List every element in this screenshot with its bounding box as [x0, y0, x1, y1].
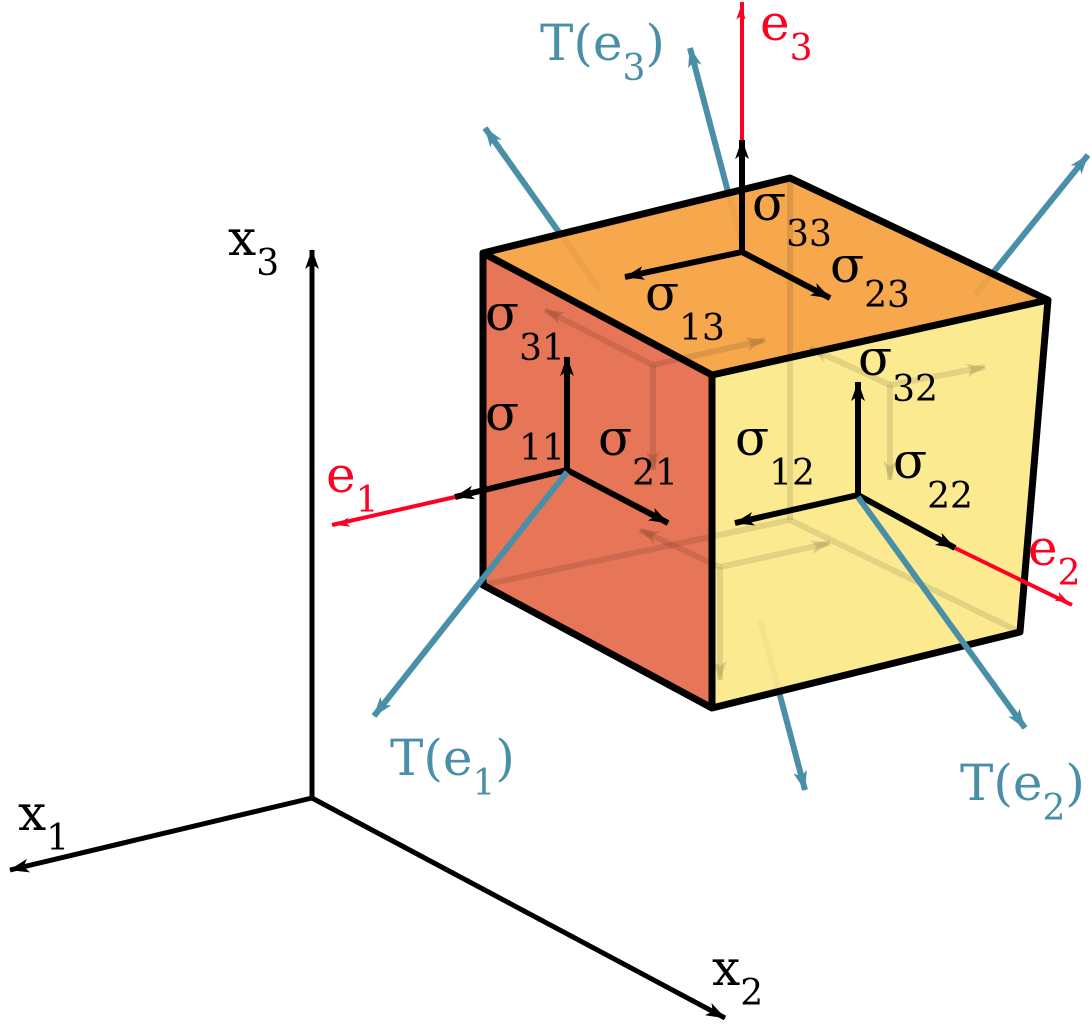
- e1-label: e1: [326, 446, 379, 521]
- sigma21-label: σ21: [598, 409, 678, 494]
- T-e2-label: T(e2): [960, 754, 1085, 829]
- sigma23-label: σ23: [830, 236, 910, 316]
- T-e3-label: T(e3): [540, 14, 665, 89]
- e2-vector: [954, 546, 1073, 607]
- sigma31-label: σ31: [485, 284, 565, 369]
- x1-label: x1: [18, 784, 69, 859]
- sigma32-label: σ32: [858, 329, 938, 410]
- cube-face-left: [483, 253, 712, 708]
- sigma22-label: σ22: [893, 432, 973, 517]
- sigma12-label: σ12: [735, 409, 815, 494]
- e3-label: e3: [760, 0, 813, 69]
- x3-label: x3: [228, 209, 279, 284]
- x1-axis: [9, 795, 313, 873]
- coordinate-axes: [9, 249, 727, 1021]
- stress-arrows: [454, 139, 957, 551]
- sigma33-label: σ33: [752, 174, 832, 255]
- e2-label: e2: [1028, 519, 1081, 594]
- T-e1-arrow: [371, 470, 570, 718]
- T-e1-label: T(e1): [390, 729, 515, 804]
- traction-arrows-front: [371, 470, 1028, 730]
- basis-labels: e3 e1 e2: [326, 0, 1081, 594]
- sigma11-label: σ11: [485, 384, 565, 469]
- T-e2-arrow: [855, 495, 1028, 730]
- traction-labels: T(e3) T(e1) T(e2): [390, 14, 1085, 829]
- sigma13-arrow: [624, 249, 743, 280]
- sigma22-arrow: [856, 492, 957, 551]
- stress-labels: σ33 σ13 σ23 σ31 σ11 σ21 σ32 σ12 σ22: [485, 174, 973, 517]
- sigma23-arrow: [740, 249, 832, 301]
- sigma11-arrow: [454, 467, 568, 500]
- sigma12-arrow: [734, 492, 859, 526]
- e1-vector: [331, 495, 456, 527]
- cube-edges: [479, 174, 1052, 712]
- hidden-edges: [482, 178, 1022, 681]
- x2-axis: [310, 795, 727, 1021]
- x2-label: x2: [712, 939, 763, 1014]
- sigma21-arrow: [565, 467, 670, 526]
- sigma13-label: σ13: [645, 264, 725, 349]
